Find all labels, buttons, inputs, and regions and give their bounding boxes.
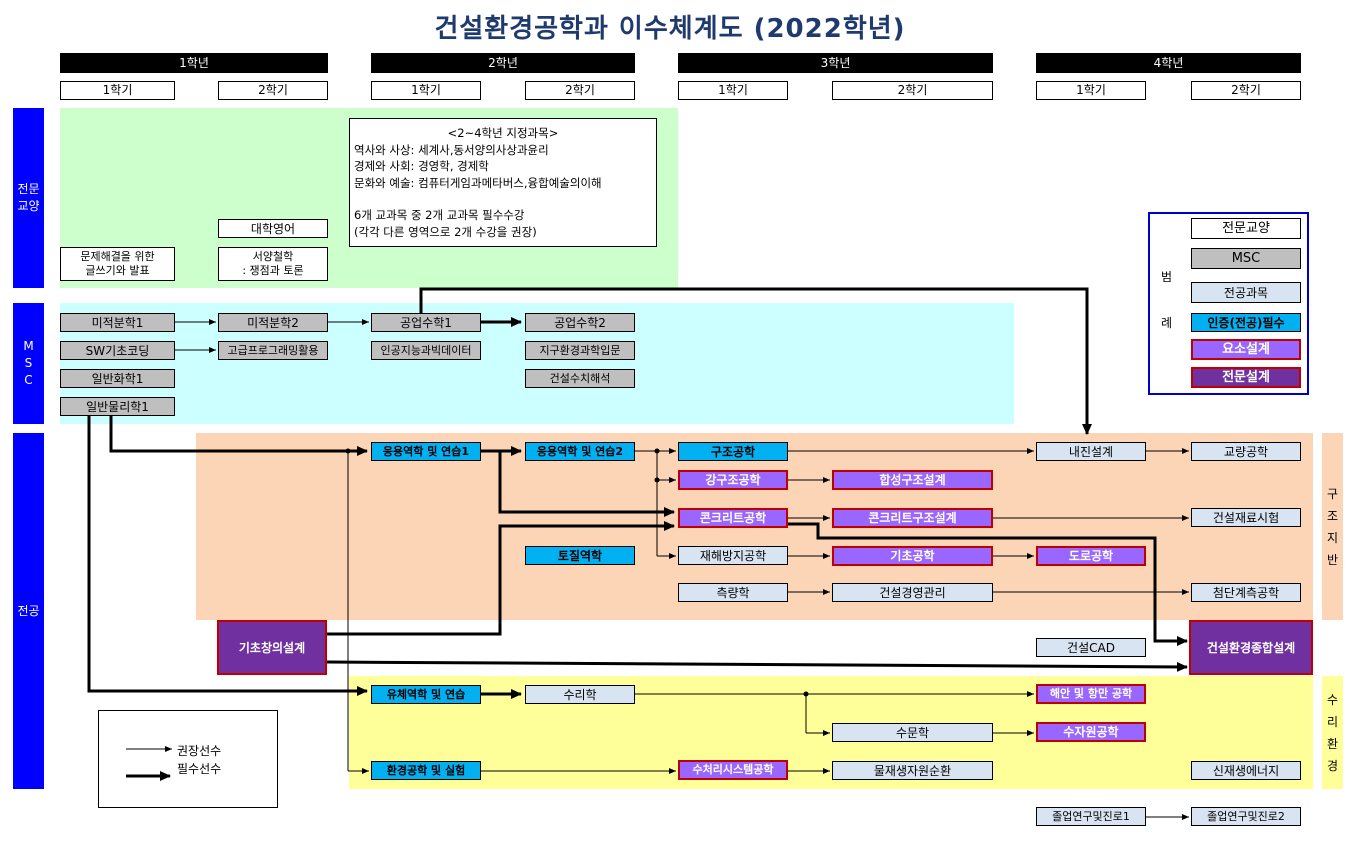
course-calc1: 미적분학1 [60,313,175,332]
course-calc2: 미적분학2 [218,313,328,332]
section-msc: M S C [13,303,44,424]
legend-gen: 전문교양 [1191,218,1301,239]
legend-elem: 요소설계 [1191,339,1301,360]
legend-title-bottom: 례 [1161,316,1173,330]
course-capstone: 건설환경종합설계 [1189,620,1313,675]
course-steel: 강구조공학 [678,470,788,490]
arrow-legend-box [98,710,278,808]
course-aidata: 인공지능과빅데이터 [371,341,481,360]
legend-title-top: 범 [1161,270,1173,284]
course-road: 도로공학 [1036,546,1146,566]
section-major: 전공 [13,433,44,789]
course-engmath2: 공업수학2 [525,313,635,332]
note-line-5: 6개 교과목 중 2개 교과목 필수수강 [354,208,525,222]
semester-2-2: 2학기 [525,81,635,100]
course-mech1: 응용역학 및 연습1 [371,442,481,461]
course-foundation: 기초공학 [832,546,993,566]
course-waste: 물재생자원순환 [832,761,993,780]
arrow-legend-required: 필수선수 [177,762,222,776]
course-coastal: 해안 및 항만 공학 [1036,684,1146,704]
course-watertreat: 수처리시스템공학 [678,760,788,780]
course-gen-english: 대학영어 [218,219,328,238]
course-earthenv: 지구환경과학입문 [525,341,635,360]
legend-box [1148,212,1309,395]
course-struct: 구조공학 [678,442,788,461]
track-water: 수 리 환 경 [1322,676,1343,789]
course-gen-philosophy: 서양철학 : 쟁점과 토론 [218,247,328,281]
course-material: 건설재료시험 [1191,508,1301,527]
course-mech2: 응용역학 및 연습2 [525,442,635,461]
semester-4-1: 1학기 [1036,81,1146,100]
course-concrete: 콘크리트공학 [678,508,788,528]
course-cad: 건설CAD [1036,638,1146,657]
course-waterres: 수자원공학 [1036,722,1146,742]
semester-1-2: 2학기 [218,81,328,100]
course-grad2: 졸업연구및진로2 [1191,807,1301,826]
course-mgmt: 건설경영관리 [832,583,993,602]
note-line-3: 문화와 예술: 컴퓨터게임과메타버스,융합예술의이해 [354,175,602,190]
arrow-legend-recommended: 권장선수 [177,744,222,758]
course-advprog: 고급프로그래밍활용 [218,341,328,360]
course-soil: 토질역학 [525,546,635,565]
course-fluid: 유체역학 및 연습 [371,685,481,704]
note-line-2: 경제와 사회: 경영학, 경제학 [354,159,489,173]
course-hydraulics: 수리학 [525,685,635,704]
legend-cert: 인증(전공)필수 [1191,313,1301,332]
semester-2-1: 1학기 [371,81,481,100]
course-chem: 일반화학1 [60,369,175,388]
year-2-header: 2학년 [371,53,635,73]
course-creative: 기초창의설계 [217,620,327,675]
year-4-header: 4학년 [1036,53,1301,73]
legend-msc: MSC [1191,248,1301,269]
course-seismic: 내진설계 [1036,442,1146,461]
course-sw: SW기초코딩 [60,341,175,360]
course-composite: 합성구조설계 [832,470,993,490]
track-struct: 구 조 지 반 [1322,433,1343,620]
note-line-6: (각각 다른 영역으로 2개 수강을 권장) [354,224,537,239]
course-bridge: 교량공학 [1191,442,1301,461]
course-disaster: 재해방지공학 [678,546,788,565]
semester-4-2: 2학기 [1191,81,1301,100]
course-numanal: 건설수치해석 [525,369,635,388]
semester-3-1: 1학기 [678,81,788,100]
course-gen-writing: 문제해결을 위한 글쓰기와 발표 [60,247,175,281]
year-3-header: 3학년 [678,53,993,73]
legend-pro: 전문설계 [1191,367,1301,388]
course-survey: 측량학 [678,583,788,602]
note-line-1: 역사와 사상: 세계사,동서양의사상과윤리 [354,142,549,157]
course-advsurvey: 첨단계측공학 [1191,583,1301,602]
course-phys: 일반물리학1 [60,397,175,416]
note-line-0: <2~4학년 지정과목> [447,126,559,140]
semester-3-2: 2학기 [832,81,993,100]
course-concdesign: 콘크리트구조설계 [832,508,993,528]
course-hydrology: 수문학 [832,723,993,742]
semester-1-1: 1학기 [60,81,175,100]
course-grad1: 졸업연구및진로1 [1036,807,1146,826]
course-engmath1: 공업수학1 [371,313,481,332]
course-renew: 신재생에너지 [1191,761,1301,780]
legend-major: 전공과목 [1191,282,1301,303]
section-gen: 전문 교양 [13,108,44,288]
course-envlab: 환경공학 및 실험 [371,761,481,780]
page-title: 건설환경공학과 이수체계도 (2022학년) [434,14,906,44]
year-1-header: 1학년 [60,53,328,73]
elective-note: <2~4학년 지정과목> 역사와 사상: 세계사,동서양의사상과윤리 경제와 사… [349,118,657,247]
